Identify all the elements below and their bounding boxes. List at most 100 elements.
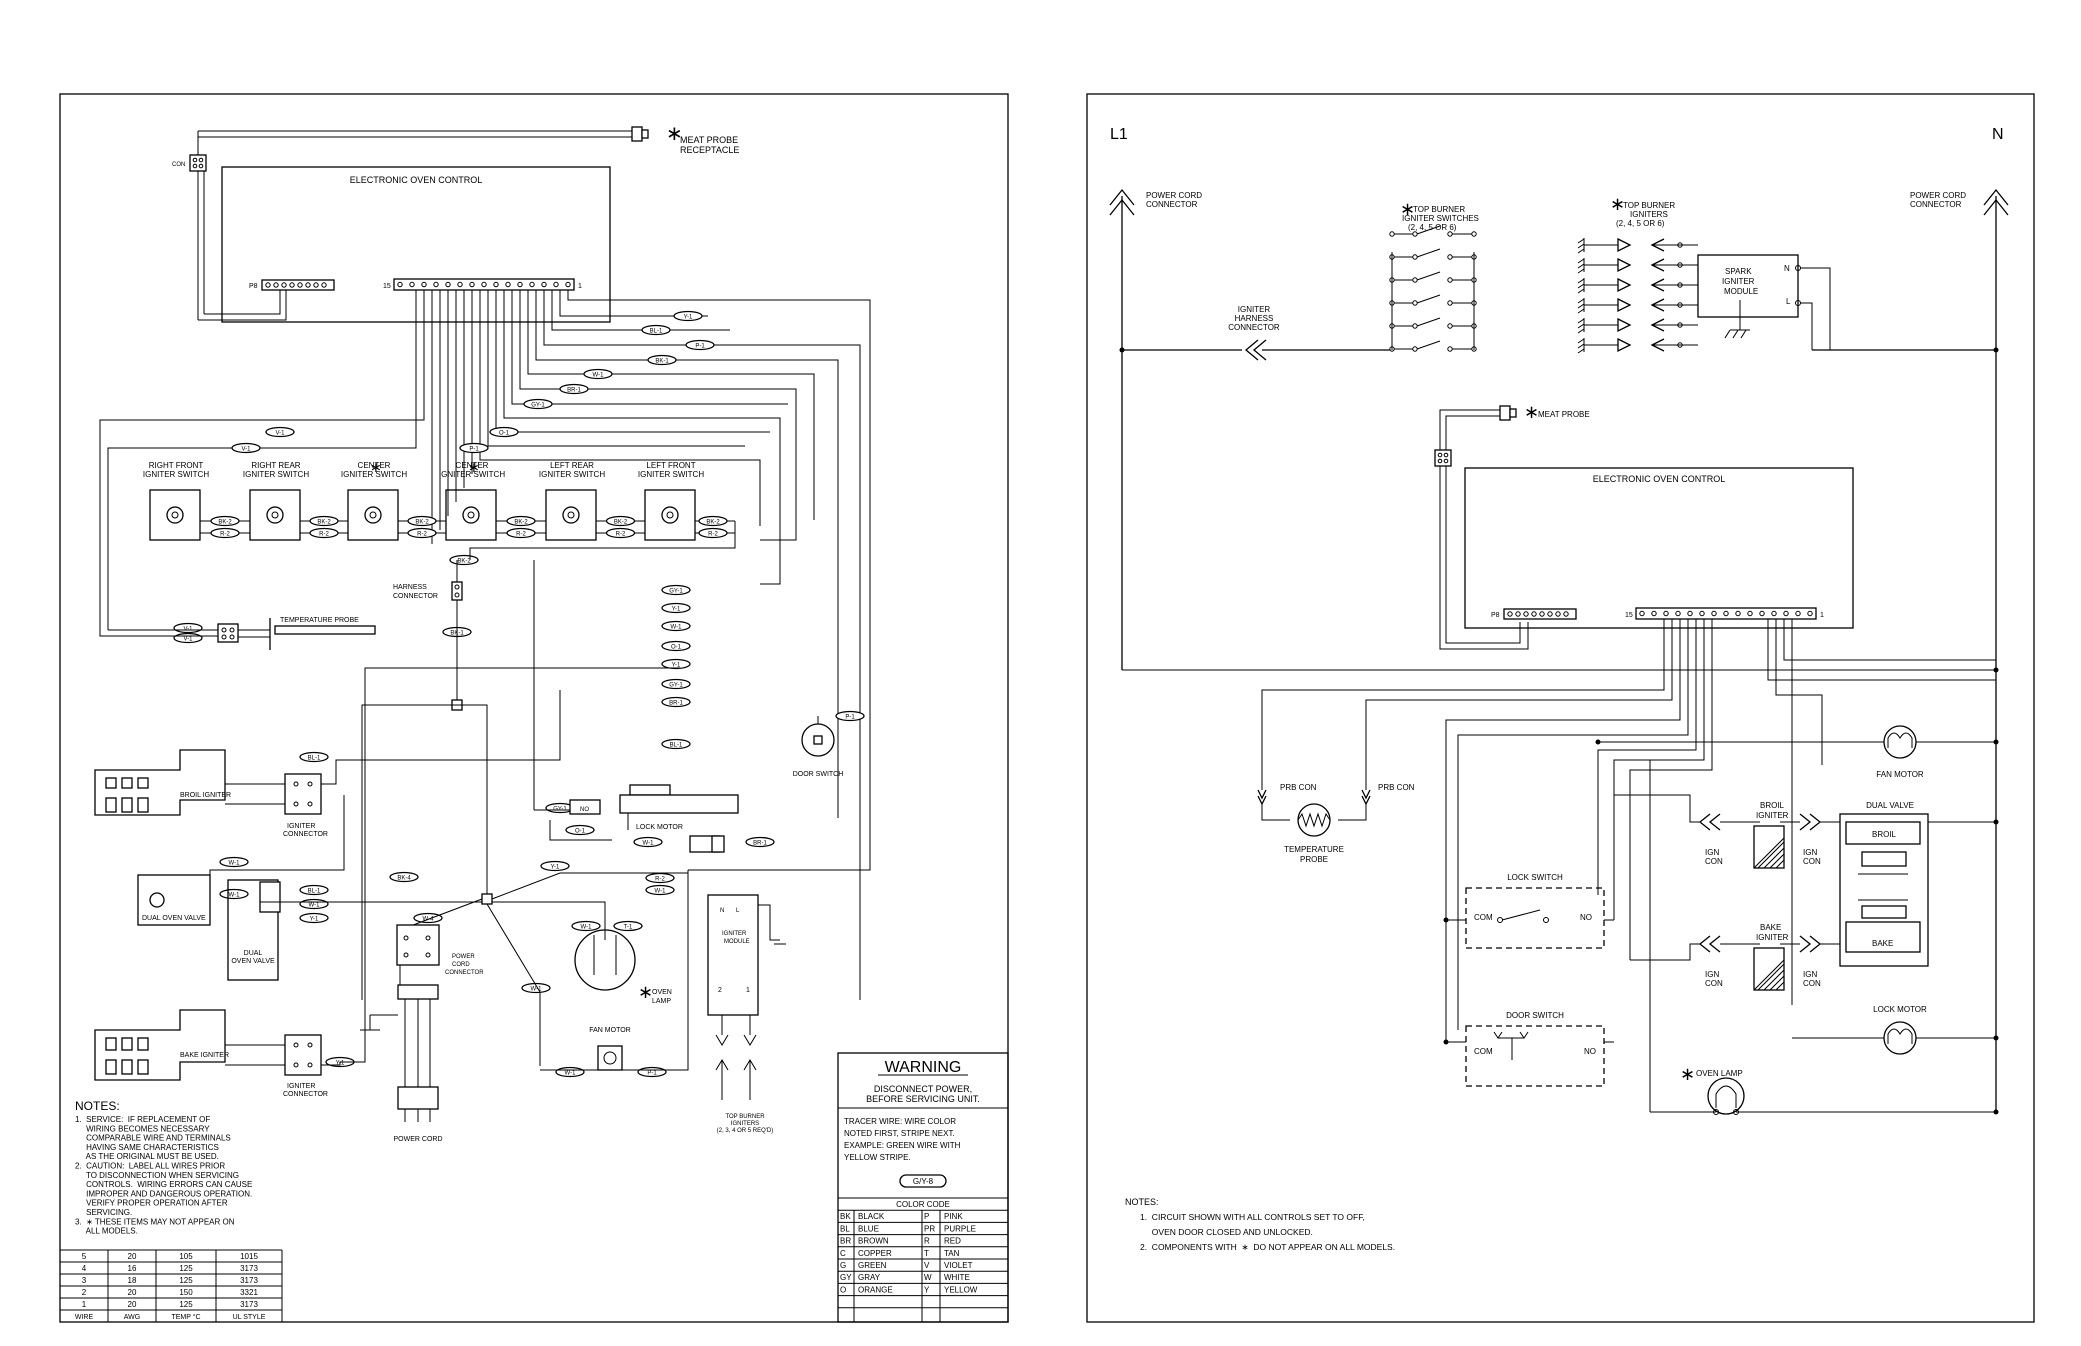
note-line: TO DISCONNECTION WHEN SERVICING — [75, 1171, 239, 1180]
connector-pin — [1723, 610, 1729, 617]
note-line: 2. COMPONENTS WITH ∗ DO NOT APPEAR ON AL… — [1140, 1242, 1395, 1252]
wire-tag-label: BL-1 — [308, 756, 321, 762]
igniter-switch-knob-icon — [364, 506, 382, 524]
wire-tag-label: Y-1 — [684, 315, 693, 321]
note-line: WIRING BECOMES NECESSARY — [75, 1124, 210, 1133]
igniter-switch-label: CENTER — [358, 461, 391, 470]
color-name: PINK — [944, 1212, 963, 1221]
wire-tag-label: O-1 — [499, 431, 510, 437]
right-connector-1: 1 — [1820, 612, 1824, 619]
switch-blade — [1416, 340, 1441, 350]
door-switch-label: DOOR SWITCH — [1506, 1011, 1564, 1020]
tracer-line: TRACER WIRE: WIRE COLOR — [844, 1117, 956, 1126]
switch-terminal — [1412, 277, 1418, 283]
lock-switch-no: NO — [1580, 913, 1592, 922]
color-abbr: W — [924, 1273, 932, 1282]
note-line: 2. CAUTION: LABEL ALL WIRES PRIOR — [75, 1162, 225, 1171]
wire-tag — [745, 836, 775, 848]
wire-tag-label: W-1 — [229, 861, 241, 867]
wire-tag — [661, 738, 691, 750]
power-cord-connector-label-3: CONNECTOR — [445, 970, 484, 976]
door-switch: DOOR SWITCH — [793, 716, 844, 778]
top-burner-igniter-switches: ∗ TOP BURNER IGNITER SWITCHES (2, 4, 5 O… — [1389, 199, 1479, 352]
bake-igniter-connector-label-2: CONNECTOR — [283, 1091, 328, 1098]
tracer-example-tag: G/Y-8 — [913, 1177, 934, 1186]
connector-pin — [1523, 611, 1529, 617]
switch-terminal — [1447, 277, 1453, 283]
igniter-harness-label-2: HARNESS — [1235, 314, 1274, 323]
oven-lamp-label-1: OVEN — [652, 989, 672, 996]
bake-con-left: CON — [1705, 979, 1723, 988]
igniter-arrow-icon — [1617, 317, 1632, 333]
right-lock-switch: LOCK SWITCH COM NO — [1443, 873, 1614, 949]
tracer-line: YELLOW STRIPE. — [844, 1153, 911, 1162]
wire-tag — [219, 856, 249, 868]
switch-blade — [1416, 271, 1441, 281]
switch-return — [469, 521, 736, 560]
lock-motor-label: LOCK MOTOR — [636, 824, 683, 831]
wire-tag — [299, 751, 329, 763]
color-name: ORANGE — [858, 1285, 893, 1294]
wire-tag — [506, 515, 536, 527]
door-switch-label: DOOR SWITCH — [793, 771, 844, 778]
wire-tag — [613, 920, 643, 932]
ground-hatch-icon — [1577, 318, 1585, 334]
meat-probe-label: MEAT PROBE — [1538, 410, 1590, 419]
igniter-switch-body — [644, 489, 696, 541]
right-broil-igniter: BROIL IGNITER IGN CON IGN CON — [1614, 794, 1835, 869]
lock-switch-com: COM — [1474, 913, 1493, 922]
wire-tag — [489, 426, 519, 438]
wire-tag — [673, 310, 703, 322]
switch-terminal — [1447, 300, 1453, 306]
wire-tag — [571, 920, 601, 932]
top-burner-igniters-label-1: TOP BURNER — [725, 1114, 765, 1120]
connector-pin — [1639, 610, 1645, 617]
igniter-switch-body — [347, 489, 399, 541]
wire-tag-label: BL-1 — [670, 743, 683, 749]
connector-pin — [305, 282, 311, 288]
meat-probe-receptacle: ∗ MEAT PROBE RECEPTACLE CON — [172, 123, 739, 320]
broil-igniter-label-1: BROIL — [1760, 801, 1785, 810]
igniter-switch-knob-center — [369, 511, 377, 519]
igniter-arrow-icon — [1617, 237, 1632, 253]
igniter-module-n: N — [720, 908, 724, 914]
wire-tag-label: BK-2 — [514, 520, 528, 526]
connector-pin — [1507, 611, 1513, 617]
igniter-switch-knob-center — [271, 511, 279, 519]
color-name: COPPER — [858, 1249, 892, 1258]
wire-tag-label: P-1 — [845, 715, 855, 721]
wire-tag-label: BK-2 — [614, 520, 628, 526]
main-connector — [393, 278, 575, 291]
wire-tag — [231, 442, 261, 454]
left-wiring-diagram: ∗ MEAT PROBE RECEPTACLE CON ELECTRONIC O… — [59, 93, 1009, 1323]
igniter-switch-knob-center — [666, 511, 674, 519]
dual-valve-bake-label: BAKE — [1872, 939, 1893, 948]
table-cell: 16 — [128, 1264, 137, 1273]
bake-igniter: BAKE IGNITER IGNITER CONNECTOR — [94, 1009, 328, 1098]
color-name: GRAY — [858, 1273, 881, 1282]
igniter-module-label-2: MODULE — [724, 939, 750, 945]
igniter-switch-label: CENTER — [456, 461, 489, 470]
igniter-module-1: 1 — [746, 987, 750, 994]
wire-tag — [265, 426, 295, 438]
right-notes-title: NOTES: — [1125, 1197, 1159, 1207]
connector-pin — [445, 281, 451, 288]
wire-tag-label: W-1 — [643, 841, 655, 847]
table-header: UL STYLE — [233, 1314, 266, 1321]
wire-tag — [605, 515, 636, 527]
wire-tag — [407, 527, 437, 539]
wire-tag — [605, 527, 636, 539]
connector-pin — [297, 282, 303, 288]
lock-motor-label: LOCK MOTOR — [1873, 1005, 1927, 1014]
temp-probe-label-2: PROBE — [1300, 855, 1328, 864]
connector-pin — [565, 281, 571, 288]
wire-tag-label: W-1 — [565, 1071, 577, 1077]
ground-hatch-icon — [1577, 298, 1585, 314]
prb-con-right-label: PRB CON — [1378, 783, 1415, 792]
right-eoc-title: ELECTRONIC OVEN CONTROL — [1593, 474, 1726, 484]
wire-tag-label: R-2 — [319, 532, 329, 538]
oven-lamp-label: OVEN LAMP — [1696, 1069, 1743, 1078]
wire-tag — [645, 884, 675, 896]
wire-tag — [506, 527, 536, 539]
